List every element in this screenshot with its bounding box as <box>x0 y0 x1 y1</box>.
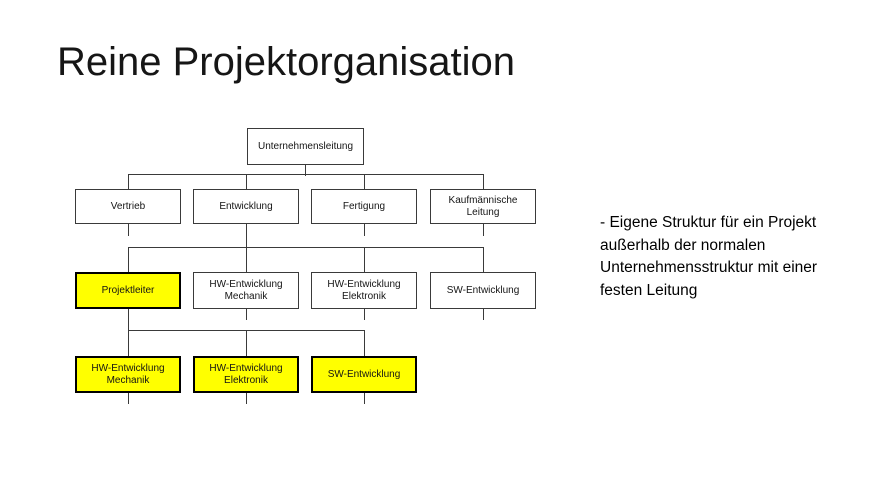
connector-level2-drop-1 <box>128 174 130 189</box>
node-vertrieb: Vertrieb <box>75 189 181 224</box>
node-hw-entwicklung-mechanik: HW-Entwicklung Mechanik <box>193 272 299 309</box>
connector-level2-drop-4 <box>483 174 485 189</box>
node-entwicklung: Entwicklung <box>193 189 299 224</box>
connector-level2-drop-3 <box>364 174 366 189</box>
connector-level4-drop-1 <box>128 330 130 356</box>
side-note-line-4: festen Leitung <box>600 281 698 299</box>
node-kaufmaennische-leitung: Kaufmännische Leitung <box>430 189 536 224</box>
side-note-line-2: außerhalb der normalen <box>600 236 766 254</box>
node-projekt-sw-entwicklung: SW-Entwicklung <box>311 356 417 393</box>
node-fertigung: Fertigung <box>311 189 417 224</box>
page-title: Reine Projektorganisation <box>57 40 516 84</box>
connector-level3-rail <box>128 247 484 249</box>
connector-level4-drop-3 <box>364 330 366 356</box>
connector-level2-rail <box>128 174 484 176</box>
connector-stub-projekt-1 <box>128 393 130 404</box>
connector-stub-hw-elektronik <box>364 309 366 320</box>
node-projektleiter: Projektleiter <box>75 272 181 309</box>
connector-level2-drop-2 <box>246 174 248 189</box>
connector-level4-drop-2 <box>246 330 248 356</box>
connector-stub-sw-entwicklung <box>483 309 485 320</box>
connector-stub-kaufmaennische-leitung <box>483 224 485 236</box>
connector-level3-drop-2 <box>246 247 248 272</box>
connector-level3-drop-4 <box>483 247 485 272</box>
connector-entwicklung-stem <box>246 224 248 247</box>
side-note-line-3: Unternehmensstruktur mit einer <box>600 259 818 276</box>
connector-stub-fertigung <box>364 224 366 236</box>
side-note-line-1: - Eigene Struktur für ein Projekt <box>600 214 817 231</box>
connector-root-stem <box>305 165 307 176</box>
side-note: - Eigene Struktur für ein Projekt außerh… <box>600 212 862 302</box>
connector-projektleiter-stem <box>128 309 130 330</box>
connector-level3-drop-3 <box>364 247 366 272</box>
node-unternehmensleitung: Unternehmensleitung <box>247 128 364 165</box>
node-projekt-hw-entwicklung-mechanik: HW-Entwicklung Mechanik <box>75 356 181 393</box>
connector-level3-drop-1 <box>128 247 130 272</box>
node-hw-entwicklung-elektronik: HW-Entwicklung Elektronik <box>311 272 417 309</box>
node-sw-entwicklung: SW-Entwicklung <box>430 272 536 309</box>
connector-stub-projekt-2 <box>246 393 248 404</box>
node-projekt-hw-entwicklung-elektronik: HW-Entwicklung Elektronik <box>193 356 299 393</box>
connector-stub-projekt-3 <box>364 393 366 404</box>
connector-stub-hw-mechanik <box>246 309 248 320</box>
connector-stub-vertrieb <box>128 224 130 236</box>
